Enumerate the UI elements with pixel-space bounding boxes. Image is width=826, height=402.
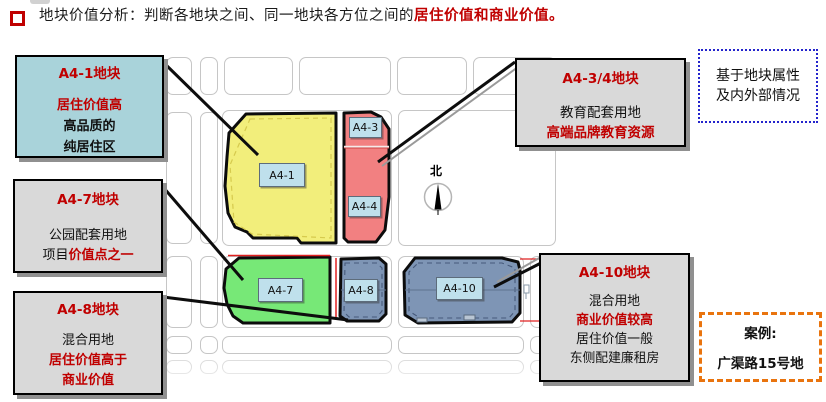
callout-a4-1-title: A4-1地块 bbox=[58, 66, 121, 82]
cropped-artifact bbox=[30, 0, 50, 4]
callout-a4-3-4: A4-3/4地块 教育配套用地 高端品牌教育资源 bbox=[515, 58, 686, 147]
callout-a4-10-title: A4-10地块 bbox=[578, 265, 651, 281]
callout-a4-7-line2-red: 价值点之一 bbox=[68, 248, 134, 263]
case-note-line2: 广渠路15号地 bbox=[717, 356, 804, 372]
callout-a4-7-line2: 项目价值点之一 bbox=[15, 246, 161, 266]
slide-header: 地块价值分析：判断各地块之间、同一地块各方位之间的居住价值和商业价值。 bbox=[8, 6, 820, 28]
city-block bbox=[200, 336, 218, 354]
callout-a4-10-line4: 东侧配建廉租房 bbox=[569, 351, 660, 366]
bullet-square-icon bbox=[10, 11, 25, 26]
header-text-black: 地块价值分析：判断各地块之间、同一地块各方位之间的 bbox=[39, 8, 414, 24]
callout-a4-3-4-title: A4-3/4地块 bbox=[562, 71, 639, 87]
parcel-label-a4-4: A4-4 bbox=[348, 196, 381, 217]
callout-a4-1-line2: 高品质的 bbox=[63, 119, 116, 134]
parcel-label-a4-3: A4-3 bbox=[349, 117, 382, 138]
callout-a4-10: A4-10地块 混合用地 商业价值较高 居住价值一般 东侧配建廉租房 bbox=[539, 253, 690, 382]
callout-a4-7-title: A4-7地块 bbox=[57, 192, 119, 208]
city-block bbox=[166, 336, 192, 354]
city-block bbox=[299, 57, 391, 95]
city-block bbox=[166, 256, 192, 328]
context-note-line2: 及内外部情况 bbox=[716, 88, 800, 104]
callout-a4-1: A4-1地块 居住价值高 高品质的 纯居住区 bbox=[15, 55, 164, 158]
city-block bbox=[200, 57, 218, 95]
header-text: 地块价值分析：判断各地块之间、同一地块各方位之间的居住价值和商业价值。 bbox=[39, 6, 564, 28]
city-block bbox=[166, 57, 192, 95]
callout-a4-3-4-line2: 高端品牌教育资源 bbox=[546, 125, 655, 141]
city-block bbox=[224, 57, 293, 95]
callout-a4-3-4-line1: 教育配套用地 bbox=[560, 105, 641, 121]
callout-a4-1-line1: 居住价值高 bbox=[56, 98, 122, 113]
callout-a4-7: A4-7地块 公园配套用地 项目价值点之一 bbox=[13, 179, 163, 273]
north-label: 北 bbox=[430, 164, 443, 178]
parcel-label-a4-10: A4-10 bbox=[436, 277, 483, 300]
city-block bbox=[200, 256, 218, 328]
context-note: 基于地块属性 及内外部情况 bbox=[698, 49, 818, 123]
city-block bbox=[397, 57, 467, 95]
callout-a4-10-line1: 混合用地 bbox=[588, 294, 641, 309]
parcel-label-a4-1: A4-1 bbox=[259, 163, 305, 187]
case-note-line1: 案例: bbox=[744, 326, 777, 342]
parcel-label-a4-7: A4-7 bbox=[258, 278, 303, 302]
case-note: 案例: 广渠路15号地 bbox=[699, 312, 822, 382]
callout-a4-8: A4-8地块 混合用地 居住价值高于 商业价值 bbox=[13, 291, 163, 395]
callout-a4-8-title: A4-8地块 bbox=[57, 302, 119, 318]
callout-a4-7-line2-black: 项目 bbox=[42, 248, 69, 263]
callout-a4-8-line3: 商业价值 bbox=[61, 373, 114, 388]
city-block bbox=[200, 112, 218, 244]
header-text-red: 居住价值和商业价值。 bbox=[414, 8, 564, 24]
context-note-line1: 基于地块属性 bbox=[716, 67, 800, 84]
city-block bbox=[222, 336, 392, 354]
city-block bbox=[398, 336, 524, 354]
callout-a4-10-line2: 商业价值较高 bbox=[576, 313, 653, 328]
map-symbol-3 bbox=[523, 284, 530, 294]
map-bottom-fade bbox=[158, 366, 562, 402]
callout-a4-1-line3: 纯居住区 bbox=[63, 140, 116, 155]
callout-a4-8-line2: 居住价值高于 bbox=[48, 353, 127, 368]
callout-a4-8-line1: 混合用地 bbox=[61, 333, 114, 348]
city-block bbox=[166, 112, 192, 244]
parcel-label-a4-8: A4-8 bbox=[344, 279, 378, 302]
callout-a4-7-line1: 公园配套用地 bbox=[48, 228, 127, 243]
callout-a4-10-line3: 居住价值一般 bbox=[576, 332, 653, 347]
